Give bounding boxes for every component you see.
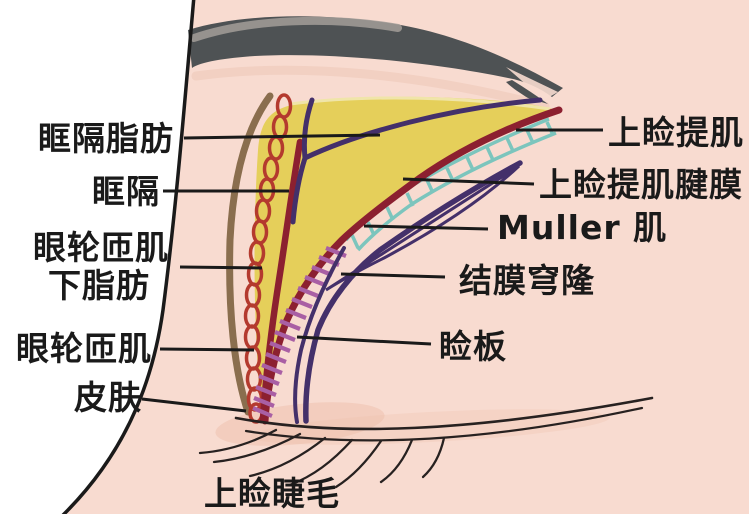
conjunctiva-upper-branch-left: [301, 97, 315, 161]
label-orbital-septum: 眶隔: [92, 172, 160, 211]
brow-crease: [191, 65, 550, 111]
leader-skin: [141, 397, 247, 413]
label-sub-orbicularis-fat-line2: 下脂肪: [48, 266, 150, 305]
eyebrow-tail-notch: [506, 67, 558, 100]
skin-layer-line: [226, 92, 274, 416]
label-conjunctival-fornix: 结膜穹隆: [459, 261, 595, 300]
face-outline: [61, 0, 196, 514]
conjunctiva-stem: [290, 155, 308, 225]
eyebrow: [188, 16, 563, 104]
conjunctival-fornix-sliver: [325, 164, 521, 292]
leader-lines: [141, 128, 603, 413]
orbital-fat-shape: [254, 96, 558, 422]
leader-muller: [363, 224, 489, 231]
lid-margin-upper: [234, 396, 654, 431]
label-levator-muscle: 上睑提肌: [608, 113, 744, 152]
leader-fornix: [340, 272, 446, 279]
label-upper-eyelashes: 上睑睫毛: [204, 474, 340, 513]
leader-aponeurosis: [402, 177, 535, 186]
conjunctiva-lines: [290, 97, 543, 424]
label-orbicularis-muscle: 眼轮匝肌: [16, 329, 152, 368]
label-sub-orbicularis-fat-line1: 眼轮匝肌: [33, 228, 169, 267]
conjunctiva-upper-branch-right: [302, 97, 543, 161]
leader-sub-orbicularis-fat: [179, 265, 263, 270]
leader-tarsus: [296, 335, 432, 346]
eyebrow-highlight: [190, 16, 402, 42]
tarsus-edge-line: [293, 246, 346, 424]
leader-orbicularis: [159, 347, 255, 352]
label-muller-muscle: Muller 肌: [497, 208, 667, 247]
leader-orbital-septum-fat: [183, 133, 381, 140]
septum-and-levator-lines: [259, 106, 563, 425]
lid-margin-and-lashes: [198, 396, 654, 489]
orbital-fat-rim: [289, 96, 551, 111]
eyelashes: [198, 428, 446, 489]
label-levator-aponeurosis: 上睑提肌腱膜: [539, 165, 743, 204]
labels: 眶隔脂肪 眶隔 眼轮匝肌 下脂肪 眼轮匝肌 皮肤 上睑提肌 上睑提肌腱膜 Mul…: [16, 113, 744, 513]
label-skin: 皮肤: [74, 378, 142, 417]
label-tarsal-plate: 睑板: [439, 327, 507, 366]
label-orbital-septum-fat: 眶隔脂肪: [38, 119, 174, 158]
orbital-septum-line: [259, 138, 304, 424]
levator-muscle-line: [261, 106, 563, 425]
